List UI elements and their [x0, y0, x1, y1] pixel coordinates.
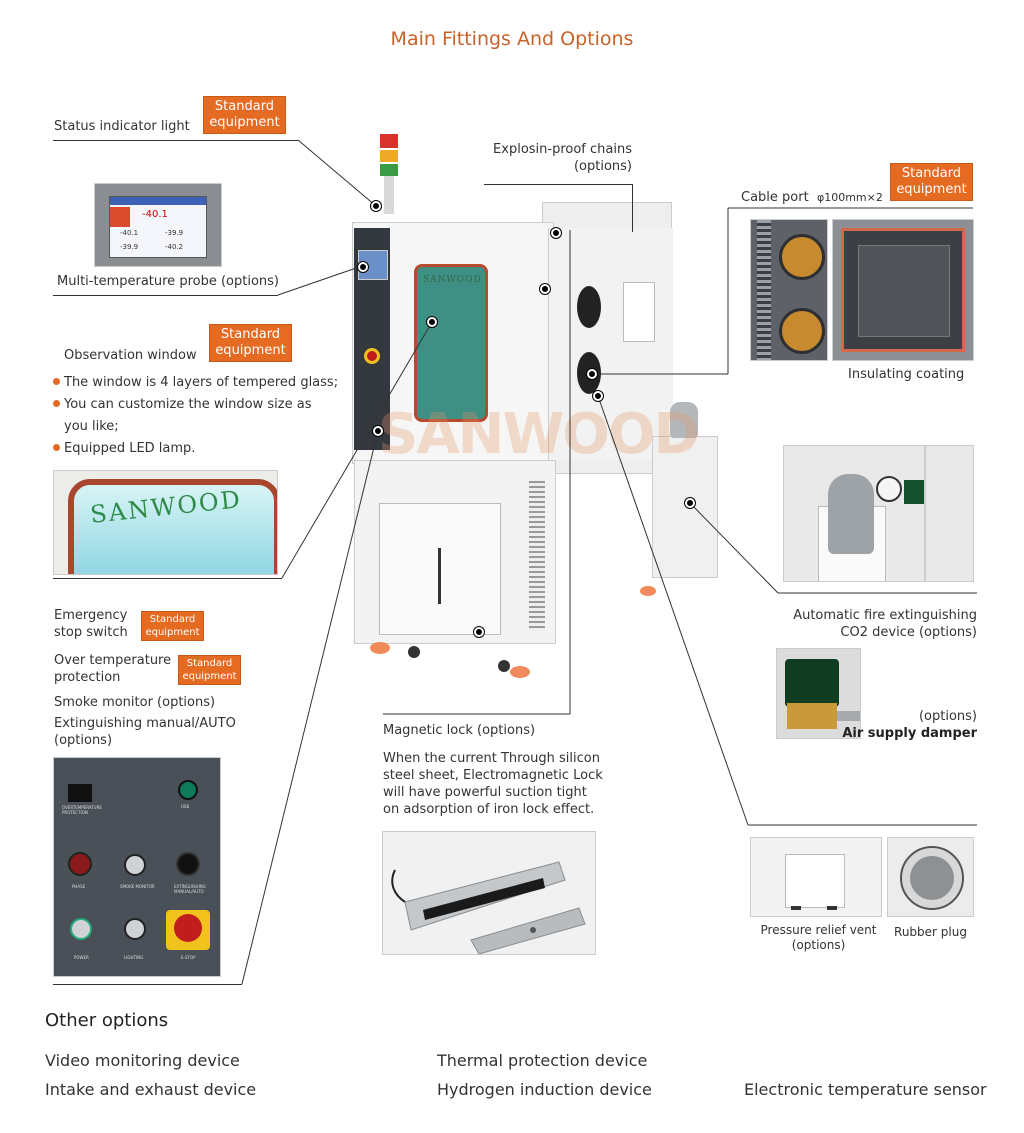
- pointer-dot: [551, 228, 561, 238]
- power-button: [70, 918, 92, 940]
- status-light-yellow: [380, 150, 398, 162]
- pressure-vent-box: [623, 282, 655, 342]
- status-light-green: [380, 164, 398, 176]
- other-option-item: Thermal protection device: [437, 1051, 648, 1070]
- cable-port-spec: φ100mm×2: [816, 191, 883, 204]
- estop-button: [174, 914, 202, 942]
- insulating-photo: [832, 219, 974, 361]
- rubber-plug-photo: [887, 837, 974, 917]
- observation-window-label: Observation window: [64, 348, 197, 363]
- bullet-item: Equipped LED lamp.: [53, 438, 343, 460]
- rubber-plug-label: Rubber plug: [894, 925, 967, 939]
- standard-badge-status: Standard equipment: [203, 96, 286, 134]
- control-panel-photo: OVERTEMPERATURE PROTECTION USB PHASE SMO…: [53, 757, 221, 977]
- probe-value-main: -40.1: [142, 209, 168, 220]
- extinguishing-switch: [176, 852, 200, 876]
- co2-bottle: [670, 402, 698, 438]
- lighting-button: [124, 918, 146, 940]
- pointer-dot: [540, 284, 550, 294]
- pointer-dot: [685, 498, 695, 508]
- magnetic-lock-photo: [382, 831, 596, 955]
- probe-value: -39.9: [120, 243, 139, 251]
- multi-probe-photo: -40.1 -40.1 -39.9 -39.9 -40.2: [94, 183, 222, 267]
- bullet-item: The window is 4 layers of tempered glass…: [53, 372, 343, 394]
- magnetic-lock-label: Magnetic lock (options): [383, 723, 536, 738]
- co2-device-photo: [783, 445, 974, 582]
- status-light-red: [380, 134, 398, 148]
- other-option-item: Video monitoring device: [45, 1051, 240, 1070]
- multi-probe-label: Multi-temperature probe (options): [57, 274, 279, 289]
- smoke-monitor-button: [124, 854, 146, 876]
- emergency-stop-label: Emergency stop switch: [54, 608, 128, 640]
- page-title: Main Fittings And Options: [390, 28, 634, 50]
- usb-port: [178, 780, 198, 800]
- watermark: SANWOOD: [378, 402, 700, 467]
- pressure-vent-label: Pressure relief vent (options): [760, 923, 877, 952]
- test-chamber-machine: SANWOOD: [342, 130, 722, 690]
- over-temp-label: Over temperature protection: [54, 653, 172, 685]
- magnetic-lock-desc: When the current Through silicon steel s…: [383, 751, 603, 817]
- explosion-chains-label: Explosin-proof chains (options): [493, 142, 632, 174]
- pointer-dot: [373, 426, 383, 436]
- probe-value: -40.2: [165, 243, 184, 251]
- pointer-dot: [427, 317, 437, 327]
- other-options-title: Other options: [45, 1010, 169, 1031]
- pointer-dot: [474, 627, 484, 637]
- pointer-dot: [587, 369, 597, 379]
- extinguishing-label: Extinguishing manual/AUTO (options): [54, 716, 236, 748]
- air-damper-options: (options): [918, 709, 977, 724]
- air-damper-photo: [776, 648, 861, 739]
- window-bullets: The window is 4 layers of tempered glass…: [53, 372, 343, 460]
- standard-badge-window: Standard equipment: [209, 324, 292, 362]
- other-option-item: Electronic temperature sensor: [744, 1080, 987, 1099]
- bullet-item: You can customize the window size as you…: [53, 394, 319, 438]
- phase-indicator: [68, 852, 92, 876]
- pointer-dot: [593, 391, 603, 401]
- cable-port-label: Cable port φ100mm×2: [741, 190, 883, 205]
- pointer-dot: [358, 262, 368, 272]
- cable-port-1: [577, 286, 601, 328]
- cable-port-photo: [750, 219, 828, 361]
- other-option-item: Intake and exhaust device: [45, 1080, 257, 1099]
- air-damper-label: Air supply damper: [842, 726, 977, 741]
- fire-extinguishing-label: Automatic fire extinguishing CO2 device …: [793, 608, 977, 640]
- probe-value: -39.9: [165, 229, 184, 237]
- smoke-monitor-label: Smoke monitor (options): [54, 695, 216, 710]
- standard-badge-overtemp: Standard equipment: [178, 655, 241, 685]
- window-photo: SANWOOD: [53, 470, 278, 575]
- observation-window: SANWOOD: [414, 264, 488, 422]
- overtemp-display: [68, 784, 92, 802]
- status-light-label: Status indicator light: [54, 119, 190, 134]
- control-strip: [354, 228, 390, 450]
- pressure-vent-photo: [750, 837, 882, 917]
- pointer-dot: [371, 201, 381, 211]
- insulating-label: Insulating coating: [848, 367, 965, 382]
- lower-door: [379, 503, 501, 635]
- other-option-item: Hydrogen induction device: [437, 1080, 652, 1099]
- standard-badge-estop: Standard equipment: [141, 611, 204, 641]
- probe-value: -40.1: [120, 229, 139, 237]
- standard-badge-cable: Standard equipment: [890, 163, 973, 201]
